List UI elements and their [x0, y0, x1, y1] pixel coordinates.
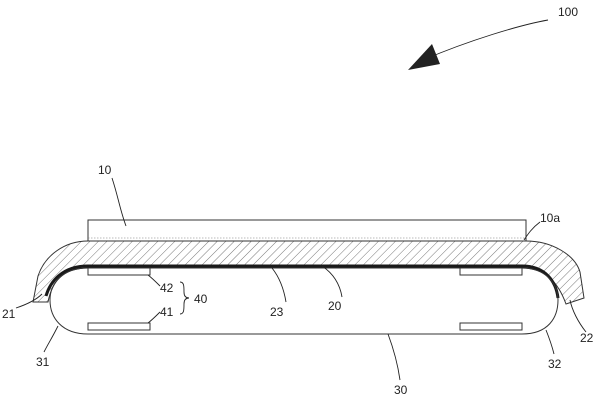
part-lower-left [87, 322, 151, 331]
assembly-arrowhead [408, 44, 440, 70]
leader-top-layer [111, 177, 127, 227]
leader-surface [523, 221, 541, 241]
leader-edge-left [15, 293, 43, 309]
leader-corner-left [43, 325, 59, 353]
leader-part-lower [147, 311, 161, 324]
leader-base [387, 333, 401, 381]
label-film-mid: 23 [270, 305, 284, 319]
leader-corner-right [545, 329, 555, 355]
label-assembly: 100 [558, 5, 578, 19]
leader-film [321, 265, 343, 298]
label-group: 40 [194, 292, 208, 306]
group-brace [179, 281, 190, 315]
label-base: 30 [394, 383, 408, 397]
label-part-lower: 41 [160, 305, 174, 319]
label-edge-left: 21 [2, 307, 16, 321]
label-film: 20 [328, 299, 342, 313]
part-lower-right [459, 322, 523, 331]
part-upper-right [459, 267, 523, 276]
label-corner-left: 31 [36, 355, 50, 369]
part-upper-left [87, 267, 151, 276]
label-top-layer: 10 [98, 163, 112, 177]
label-corner-right: 32 [548, 357, 562, 371]
label-surface: 10a [540, 211, 560, 225]
leader-part-upper [147, 274, 161, 287]
leader-edge-right [569, 299, 587, 333]
leader-film-mid [271, 267, 287, 303]
label-part-upper: 42 [160, 281, 174, 295]
assembly-leader-curve [422, 19, 549, 61]
base-body [49, 267, 559, 335]
label-edge-right: 22 [580, 331, 594, 345]
